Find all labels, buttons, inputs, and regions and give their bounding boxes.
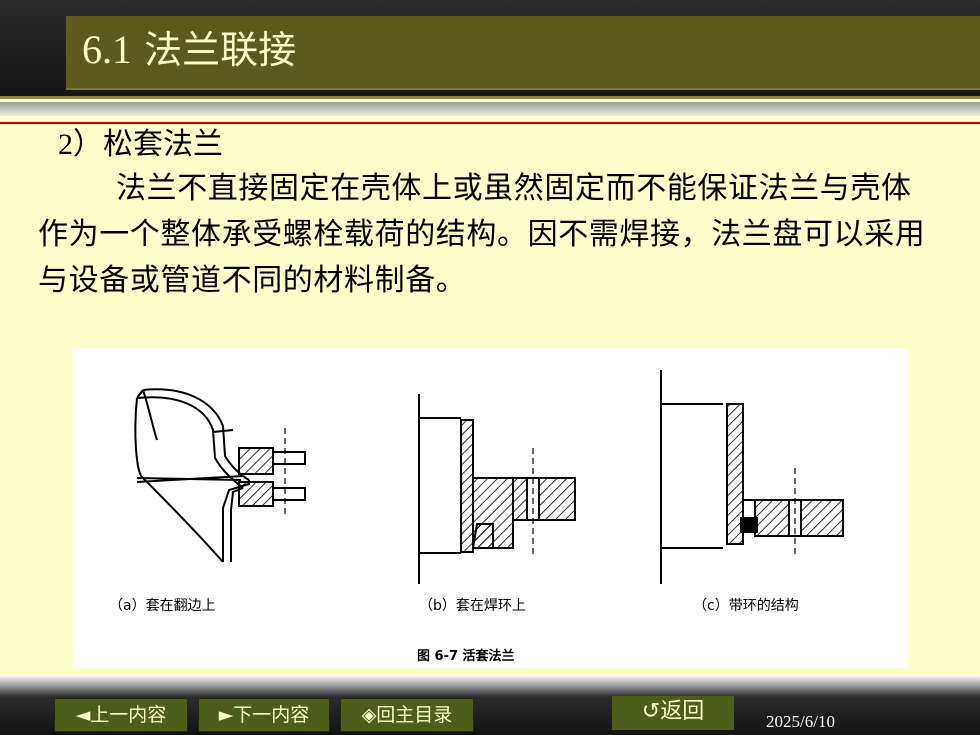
section-number: 2）: [58, 128, 103, 161]
header-divider: [0, 96, 980, 99]
caption-a: （a）套在翻边上: [109, 598, 216, 614]
home-button[interactable]: ◈回主目录: [340, 698, 474, 732]
section-heading-text: 松套法兰: [103, 127, 223, 162]
red-rule: [0, 122, 980, 124]
body-paragraph: 法兰不直接固定在壳体上或虽然固定而不能保证法兰与壳体作为一个整体承受螺栓载荷的结…: [38, 171, 926, 298]
title-bar: 6.1 法兰联接: [66, 16, 980, 90]
figure-loose-flange: （a）套在翻边上 （b）套在焊环上 （c）带环的结构 图 6-7 活套法兰: [73, 348, 907, 668]
figure-title: 图 6-7 活套法兰: [417, 648, 515, 664]
slide-title: 6.1 法兰联接: [82, 22, 296, 78]
diagram-a: [134, 388, 306, 563]
diagram-c: [660, 370, 844, 584]
date-stamp: 2025/6/10: [766, 712, 835, 731]
caption-b: （b）套在焊环上: [419, 598, 526, 614]
return-button[interactable]: ↺返回: [612, 696, 734, 730]
header-shadow: [0, 102, 980, 116]
diagram-b: [418, 394, 576, 584]
caption-c: （c）带环的结构: [693, 598, 799, 614]
prev-button[interactable]: ◄上一内容: [54, 698, 188, 732]
title-text: 法兰联接: [144, 28, 297, 72]
section-heading: 2）松套法兰: [58, 126, 223, 164]
title-number: 6.1: [82, 27, 132, 72]
figure-drawing: （a）套在翻边上 （b）套在焊环上 （c）带环的结构 图 6-7 活套法兰: [109, 370, 844, 664]
next-button[interactable]: ►下一内容: [198, 698, 330, 732]
